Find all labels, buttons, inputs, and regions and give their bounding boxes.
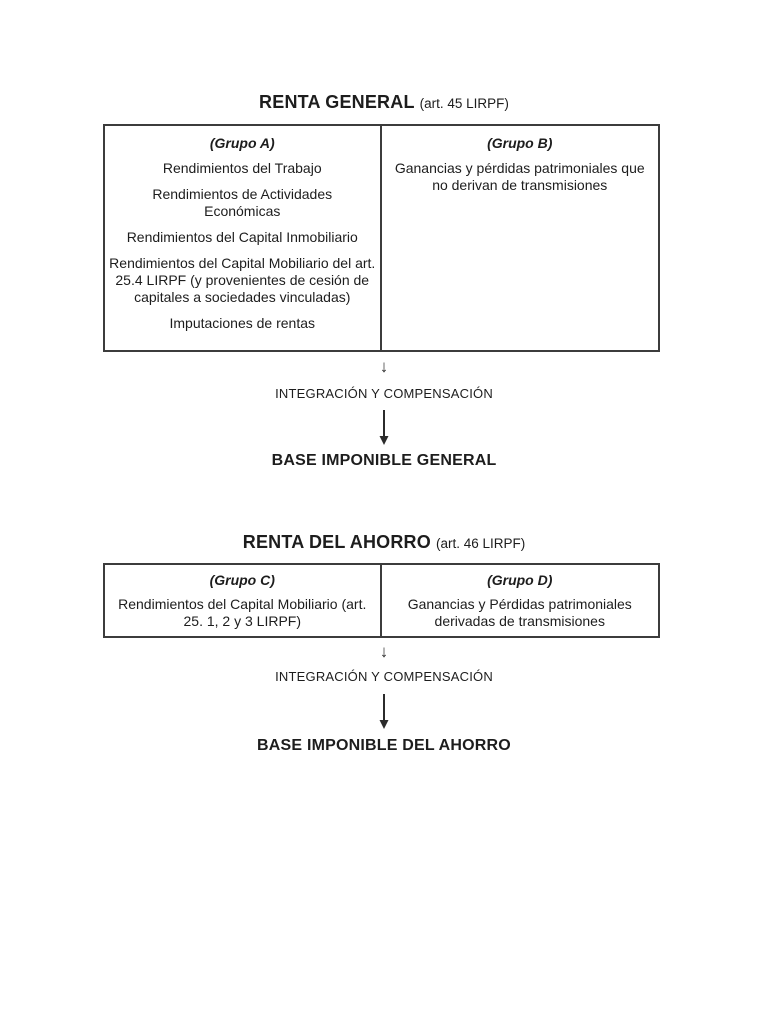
renta-ahorro-title: RENTA DEL AHORRO (art. 46 LIRPF) [0, 532, 768, 553]
renta-ahorro-table: (Grupo C) Rendimientos del Capital Mobil… [103, 563, 660, 638]
renta-ahorro-title-suffix: (art. 46 LIRPF) [435, 536, 526, 551]
renta-general-table: (Grupo A) Rendimientos del Trabajo Rendi… [103, 124, 660, 352]
renta-ahorro-title-text: RENTA DEL AHORRO [242, 532, 431, 552]
grupo-d-header: (Grupo D) [487, 572, 553, 588]
grupo-c-header: (Grupo C) [209, 572, 275, 588]
base-imponible-ahorro-label: BASE IMPONIBLE DEL AHORRO [257, 737, 511, 754]
grupo-b-item: Ganancias y pérdidas patrimoniales que n… [394, 160, 645, 193]
grupo-a-item: Rendimientos del Capital Mobiliario del … [109, 255, 376, 305]
down-arrow-icon: ↓ [379, 357, 389, 376]
down-arrow-icon: ↓ [379, 642, 389, 661]
renta-general-title-text: RENTA GENERAL [259, 92, 415, 112]
grupo-a-item: Rendimientos de Actividades Económicas [152, 186, 333, 219]
grupo-d-cell: (Grupo D) Ganancias y Pérdidas patrimoni… [382, 565, 659, 636]
grupo-a-cell: (Grupo A) Rendimientos del Trabajo Rendi… [105, 126, 382, 350]
renta-general-title: RENTA GENERAL (art. 45 LIRPF) [0, 92, 768, 113]
grupo-a-item: Rendimientos del Trabajo [162, 160, 322, 176]
grupo-c-cell: (Grupo C) Rendimientos del Capital Mobil… [105, 565, 382, 636]
renta-general-title-suffix: (art. 45 LIRPF) [419, 96, 509, 111]
grupo-d-item: Ganancias y Pérdidas patrimoniales deriv… [407, 596, 632, 629]
base-imponible-general-label: BASE IMPONIBLE GENERAL [271, 452, 497, 469]
grupo-a-header: (Grupo A) [209, 135, 275, 151]
down-arrow-long-icon [0, 410, 768, 451]
grupo-b-cell: (Grupo B) Ganancias y pérdidas patrimoni… [382, 126, 659, 350]
grupo-a-item: Imputaciones de rentas [169, 315, 316, 331]
grupo-a-item: Rendimientos del Capital Inmobiliario [126, 229, 358, 245]
grupo-c-item: Rendimientos del Capital Mobiliario (art… [118, 596, 367, 629]
integration-label-general: INTEGRACIÓN Y COMPENSACIÓN [275, 386, 493, 401]
grupo-b-header: (Grupo B) [487, 135, 553, 151]
down-arrow-long-icon [0, 694, 768, 735]
integration-label-ahorro: INTEGRACIÓN Y COMPENSACIÓN [275, 669, 493, 684]
